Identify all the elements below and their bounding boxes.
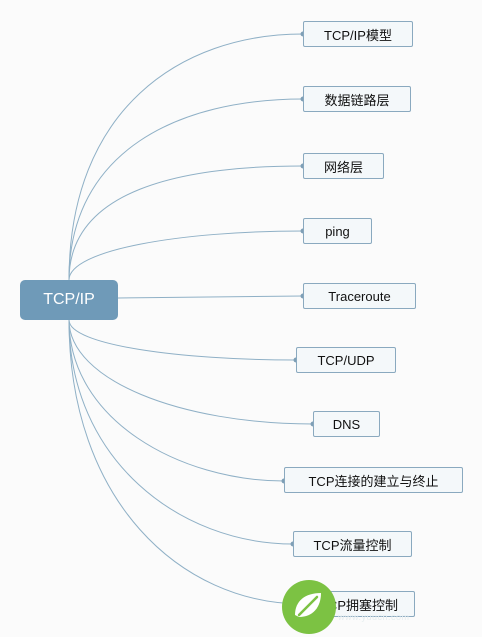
edge-network-layer [68,165,304,281]
edge-tcpip-model [68,33,304,281]
node-tcp-connection-setup-teardown[interactable]: TCP连接的建立与终止 [284,467,463,493]
edge-ping [68,230,304,281]
leaf-logo-icon [282,580,336,634]
edge-tcp-congestion-control [68,319,304,605]
node-tcpip-model[interactable]: TCP/IP模型 [303,21,413,47]
edge-data-link-layer [68,98,304,281]
watermark-text: www.yuucn.com [338,612,410,622]
node-ping[interactable]: ping [303,218,372,244]
node-network-layer[interactable]: 网络层 [303,153,384,179]
edge-traceroute [117,295,304,299]
edge-tcp-connection [68,319,285,482]
edge-tcp-flow-control [68,319,294,545]
node-data-link-layer[interactable]: 数据链路层 [303,86,411,112]
node-tcp-udp[interactable]: TCP/UDP [296,347,396,373]
node-tcp-flow-control[interactable]: TCP流量控制 [293,531,412,557]
node-dns[interactable]: DNS [313,411,380,437]
node-traceroute[interactable]: Traceroute [303,283,416,309]
edge-tcp-udp [68,319,297,361]
edge-dns [68,319,314,425]
root-node-tcpip[interactable]: TCP/IP [20,280,118,320]
